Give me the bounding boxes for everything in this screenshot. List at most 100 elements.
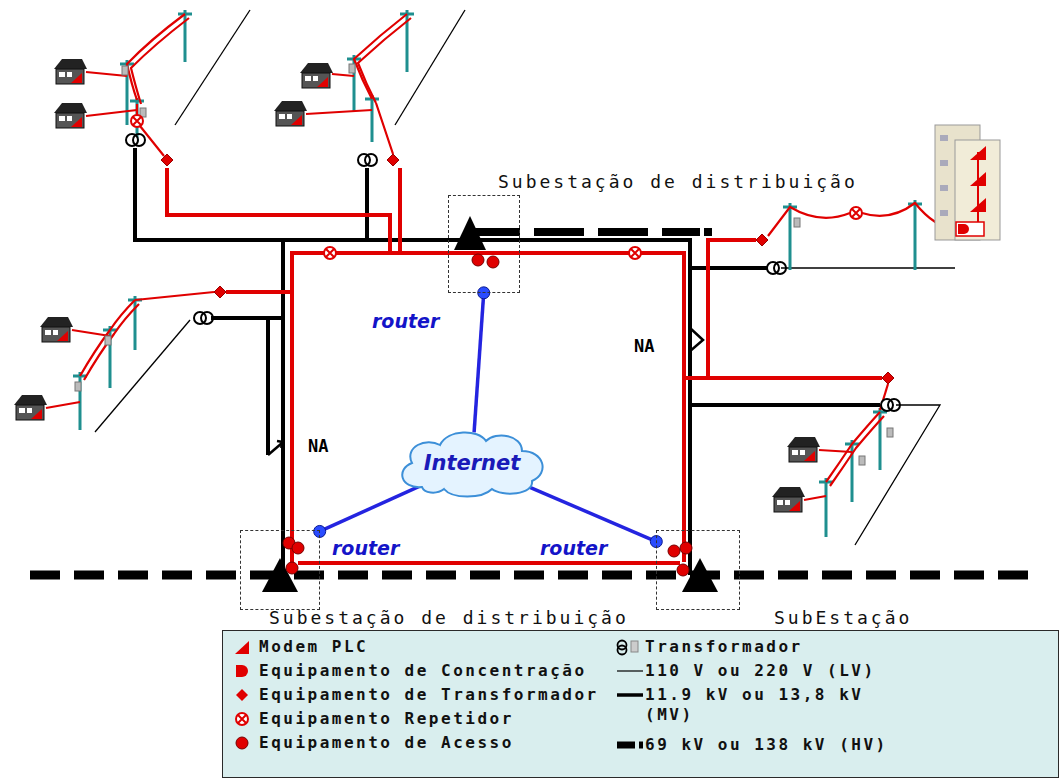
network-illustration bbox=[324, 247, 336, 259]
mv-line bbox=[283, 240, 690, 575]
substation-label: Subestação de distribuição bbox=[269, 607, 629, 628]
switch-label: NA bbox=[632, 336, 656, 356]
house-icon bbox=[14, 395, 47, 420]
legend-symbol bbox=[236, 737, 248, 749]
building-icon bbox=[970, 198, 986, 212]
legend-item: 110 V ou 220 V (LV) bbox=[615, 661, 876, 681]
network-illustration bbox=[214, 286, 226, 298]
pole bbox=[400, 10, 414, 72]
network-illustration bbox=[126, 115, 900, 411]
legend-symbol bbox=[236, 665, 248, 677]
router-label: router bbox=[538, 537, 609, 559]
mv-line bbox=[135, 148, 283, 240]
house-icon bbox=[772, 487, 805, 512]
hv-line bbox=[704, 228, 712, 236]
legend-text: Transformador bbox=[645, 637, 803, 657]
na-switch bbox=[268, 328, 703, 455]
pole bbox=[73, 372, 87, 430]
na-switch bbox=[277, 441, 283, 448]
plc-line bbox=[167, 168, 390, 253]
building-icon bbox=[970, 172, 986, 186]
plc-line bbox=[226, 290, 292, 294]
legend-box: Modem PLC Equipamento de ConcentraçãoEqui… bbox=[222, 630, 1059, 778]
legend-symbol bbox=[229, 637, 259, 657]
plc-cable bbox=[80, 300, 135, 376]
legend-item: 69 kV ou 138 kV (HV) bbox=[615, 735, 888, 755]
plc-cable bbox=[135, 292, 214, 300]
legend-text: Modem PLC bbox=[259, 637, 368, 657]
legend-symbol bbox=[238, 715, 246, 723]
mv-line bbox=[690, 403, 880, 407]
network-illustration bbox=[292, 542, 304, 554]
network-illustration bbox=[680, 542, 692, 554]
building-icon bbox=[940, 135, 948, 216]
pole-transformer bbox=[122, 66, 128, 75]
legend-symbol bbox=[235, 641, 249, 654]
legend-text: 11.9 kV ou 13,8 kV (MV) bbox=[645, 685, 865, 725]
switch-label: NA bbox=[306, 436, 330, 456]
pole-transformer bbox=[105, 336, 111, 345]
legend-symbol bbox=[615, 735, 645, 755]
router-label: router bbox=[370, 310, 441, 332]
substation-symbol bbox=[454, 216, 486, 250]
legend-item: Equipamento de Acesso bbox=[229, 733, 514, 753]
plc-line bbox=[292, 253, 684, 565]
network-illustration bbox=[286, 562, 298, 574]
pole bbox=[819, 478, 833, 537]
building-icon bbox=[940, 185, 948, 191]
plc-cable bbox=[46, 14, 956, 500]
lv-line bbox=[175, 10, 250, 125]
network-illustration bbox=[358, 154, 377, 166]
hv-line bbox=[30, 571, 1030, 580]
legend-symbol bbox=[236, 689, 248, 701]
legend-text: 69 kV ou 138 kV (HV) bbox=[645, 735, 888, 755]
network-link bbox=[474, 293, 484, 432]
network-illustration bbox=[387, 154, 399, 166]
legend-item: Equipamento de Transformador bbox=[229, 685, 599, 705]
pole-transformer bbox=[859, 456, 865, 465]
mv-line bbox=[211, 316, 283, 320]
mv-line bbox=[365, 168, 369, 240]
plc-line bbox=[167, 168, 882, 565]
network-illustration bbox=[677, 564, 689, 576]
pole-transformer bbox=[794, 218, 800, 227]
network-illustration bbox=[668, 545, 680, 557]
plc-line bbox=[398, 168, 402, 253]
legend-item: Equipamento de Concentração bbox=[229, 661, 587, 681]
building-icon bbox=[940, 135, 948, 141]
substation-box: Subestação de distribuição bbox=[448, 195, 520, 293]
network-illustration bbox=[131, 115, 143, 127]
building-icon bbox=[955, 140, 1000, 240]
network-illustration bbox=[126, 134, 145, 146]
legend-item: Transformador bbox=[615, 637, 803, 657]
lv-line bbox=[781, 267, 955, 268]
legend-text: Equipamento de Concentração bbox=[259, 661, 587, 681]
legend-symbol bbox=[229, 733, 259, 753]
legend-symbol bbox=[615, 661, 645, 681]
legend-text: 110 V ou 220 V (LV) bbox=[645, 661, 876, 681]
mv-line bbox=[266, 318, 270, 455]
legend-item: Modem PLC bbox=[229, 637, 368, 657]
legend-item: Equipamento Repetidor bbox=[229, 709, 514, 729]
substation-symbol bbox=[682, 558, 718, 592]
legend-symbol bbox=[236, 713, 248, 725]
lv-line bbox=[95, 10, 955, 545]
network-link bbox=[320, 484, 424, 531]
pole bbox=[365, 95, 379, 142]
network-illustration bbox=[487, 256, 499, 268]
legend-symbol bbox=[615, 637, 645, 657]
plc-cable bbox=[137, 104, 164, 156]
legend-symbol bbox=[618, 646, 627, 655]
network-illustration bbox=[767, 262, 786, 274]
lv-line bbox=[395, 10, 465, 125]
pole bbox=[845, 440, 859, 502]
cloud-shape bbox=[402, 432, 542, 496]
network-illustration bbox=[283, 254, 692, 576]
building-icon bbox=[970, 146, 986, 160]
legend-symbol bbox=[229, 709, 259, 729]
lv-line bbox=[95, 320, 190, 432]
substation-symbol bbox=[262, 216, 718, 592]
plc-cable bbox=[358, 18, 411, 103]
plc-cable bbox=[376, 103, 393, 154]
